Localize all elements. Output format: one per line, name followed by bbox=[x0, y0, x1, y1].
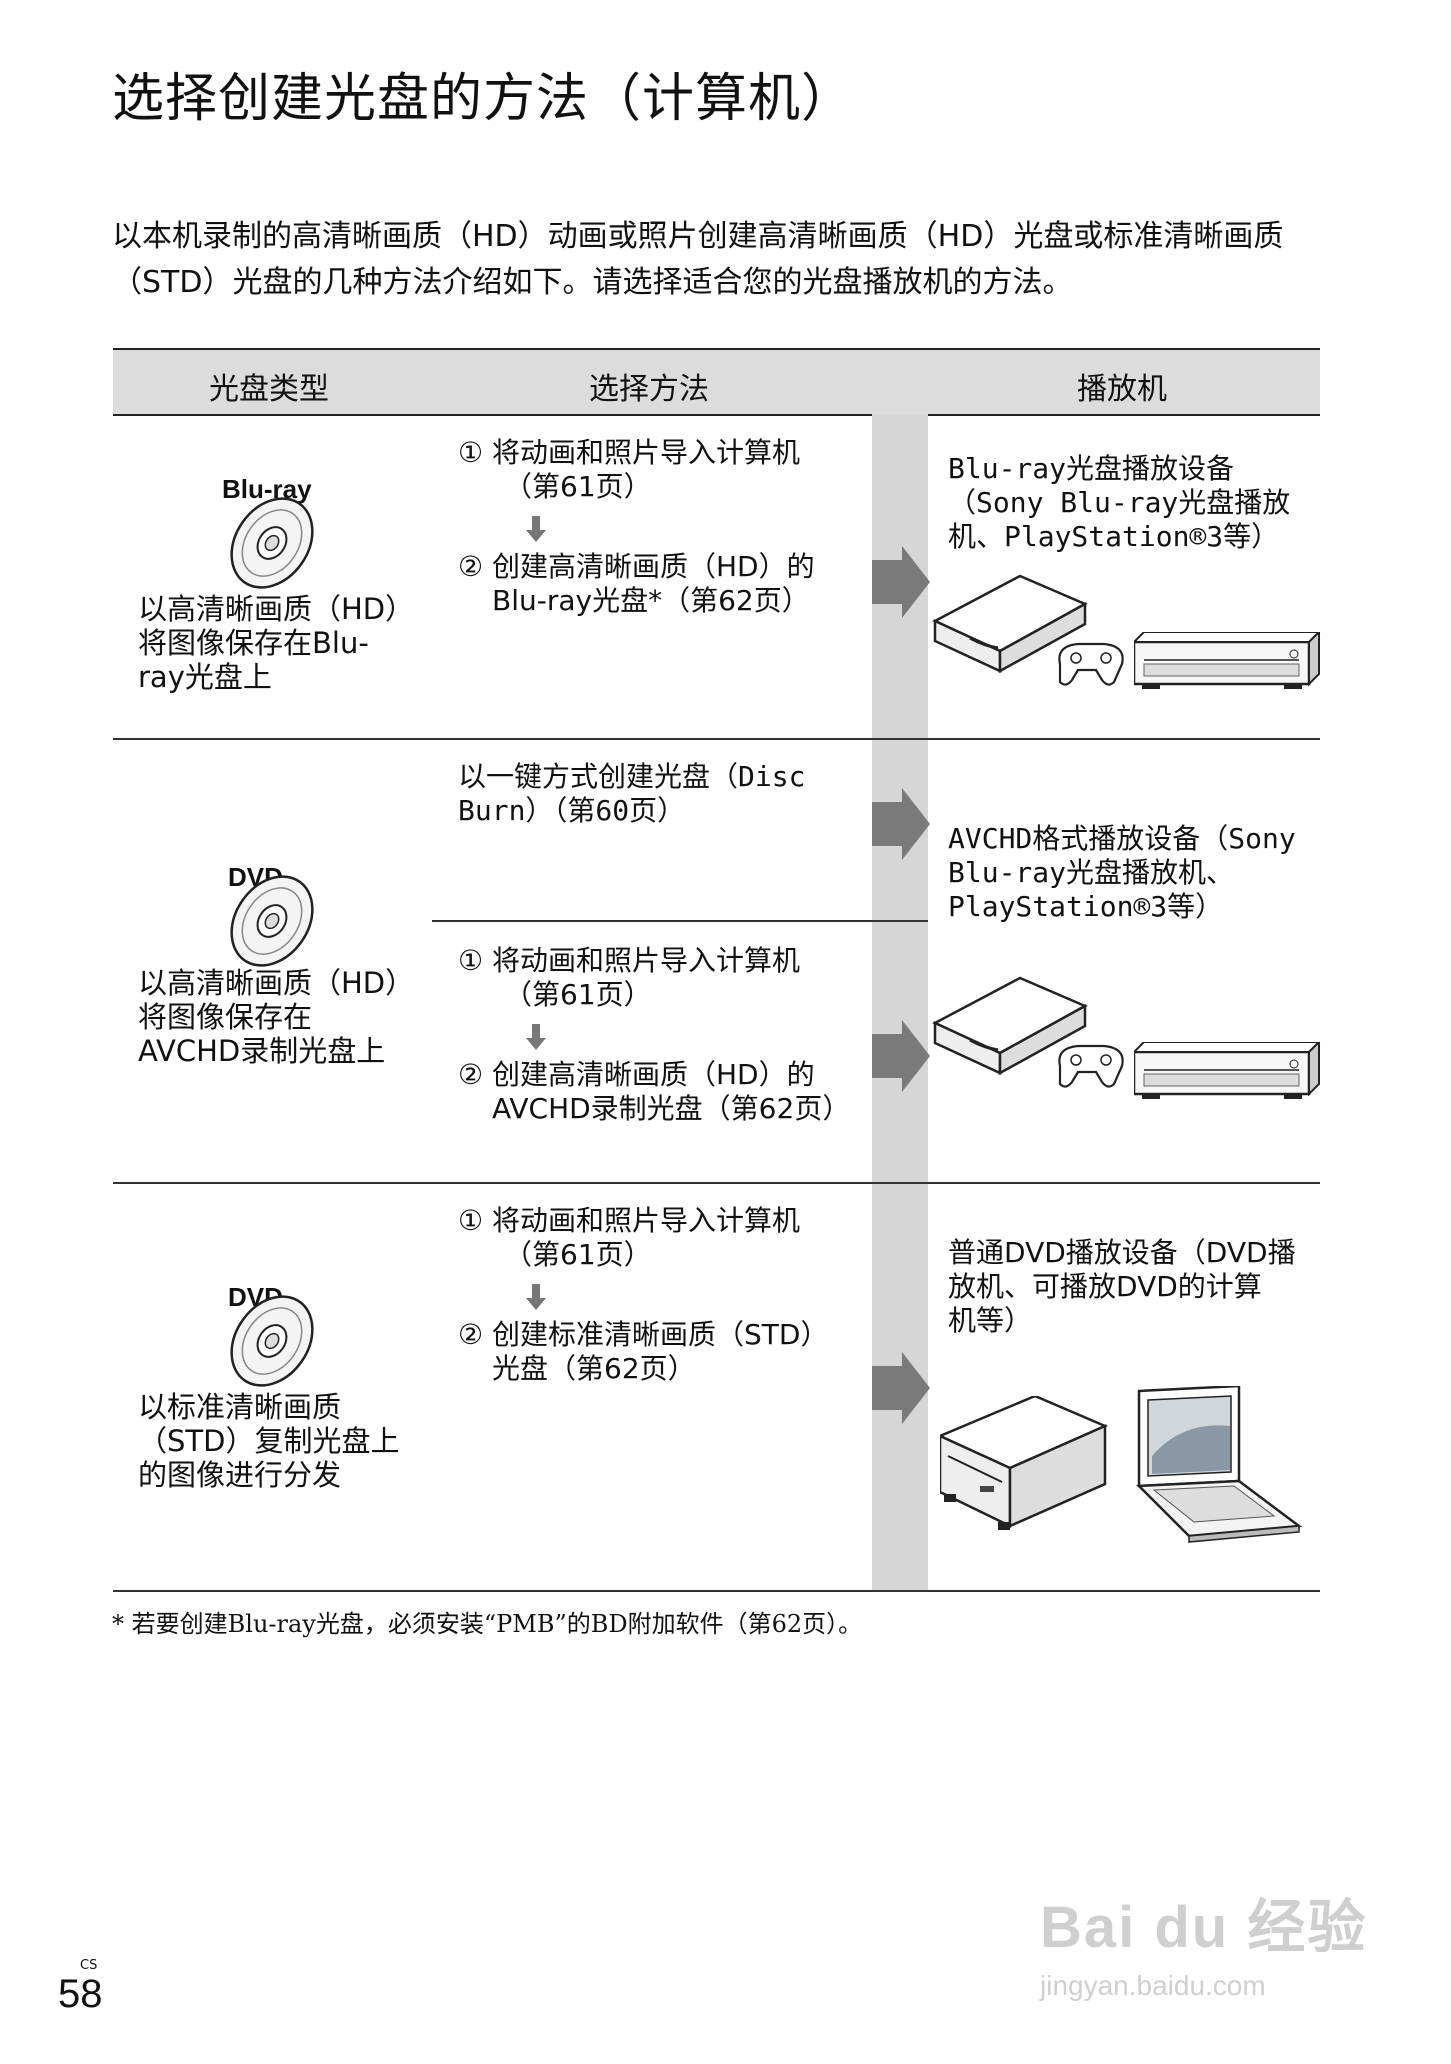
player-text: 普通DVD播放设备（DVD播 放机、可播放DVD的计算 机等） bbox=[948, 1236, 1296, 1337]
step-create: ② 创建高清晰画质（HD）的 AVCHD录制光盘（第62页） bbox=[458, 1058, 851, 1125]
page-title: 选择创建光盘的方法（计算机） bbox=[112, 69, 855, 129]
table-header: 光盘类型 选择方法 播放机 bbox=[113, 348, 1320, 416]
laptop-icon bbox=[1137, 1386, 1301, 1544]
right-arrow-icon bbox=[872, 1352, 930, 1424]
step-onekey: 以一键方式创建光盘（Disc Burn）（第60页） bbox=[458, 760, 806, 827]
bluray-logo: Blu-ray bbox=[222, 474, 312, 504]
bluray-player-icon bbox=[1134, 1042, 1321, 1101]
dvd-player-icon bbox=[940, 1396, 1107, 1532]
step-import: ① 将动画和照片导入计算机 （第61页） bbox=[458, 436, 801, 503]
header-method: 选择方法 bbox=[589, 372, 709, 407]
footnote: * 若要创建Blu-ray光盘，必须安装“PMB”的BD附加软件（第62页）。 bbox=[112, 1610, 863, 1638]
page-language: CS bbox=[80, 1958, 98, 1973]
watermark-logo: Bai du 经验 bbox=[1040, 1895, 1368, 1960]
table-bottom-line bbox=[113, 1590, 1320, 1592]
watermark-url: jingyan.baidu.com bbox=[1040, 1970, 1266, 2001]
player-text: Blu-ray光盘播放设备 （Sony Blu-ray光盘播放 机、PlaySt… bbox=[948, 452, 1291, 553]
down-arrow-icon bbox=[526, 1024, 546, 1050]
intro-paragraph: 以本机录制的高清晰画质（HD）动画或照片创建高清晰画质（HD）光盘或标准清晰画质… bbox=[112, 219, 1284, 300]
step-create: ② 创建高清晰画质（HD）的 Blu-ray光盘*（第62页） bbox=[458, 550, 815, 617]
player-text: AVCHD格式播放设备（Sony Blu-ray光盘播放机、 PlayStati… bbox=[948, 822, 1296, 923]
disc-icon bbox=[222, 866, 326, 976]
header-player: 播放机 bbox=[1077, 372, 1167, 407]
right-arrow-icon bbox=[872, 1020, 930, 1092]
row-separator bbox=[113, 1182, 1320, 1184]
right-arrow-icon bbox=[872, 788, 930, 860]
step-import: ① 将动画和照片导入计算机 （第61页） bbox=[458, 1204, 801, 1271]
header-disc-type: 光盘类型 bbox=[209, 372, 329, 407]
step-create: ② 创建标准清晰画质（STD） 光盘（第62页） bbox=[458, 1318, 829, 1385]
disc-caption: 以高清晰画质（HD） 将图像保存在 AVCHD录制光盘上 bbox=[138, 966, 415, 1068]
disc-icon bbox=[222, 488, 326, 598]
bluray-player-icon bbox=[1134, 632, 1321, 691]
down-arrow-icon bbox=[526, 516, 546, 542]
disc-icon bbox=[222, 1286, 326, 1396]
down-arrow-icon bbox=[526, 1284, 546, 1310]
row-separator bbox=[113, 738, 1320, 740]
sub-row-separator bbox=[432, 920, 928, 922]
right-arrow-icon bbox=[872, 546, 930, 618]
ps3-console-icon bbox=[933, 976, 1125, 1089]
disc-caption: 以高清晰画质（HD） 将图像保存在Blu- ray光盘上 bbox=[138, 592, 415, 694]
disc-caption: 以标准清晰画质 （STD）复制光盘上 的图像进行分发 bbox=[138, 1390, 400, 1492]
page-number: 58 bbox=[58, 1972, 103, 2016]
ps3-console-icon bbox=[933, 574, 1125, 687]
step-import: ① 将动画和照片导入计算机 （第61页） bbox=[458, 944, 801, 1011]
